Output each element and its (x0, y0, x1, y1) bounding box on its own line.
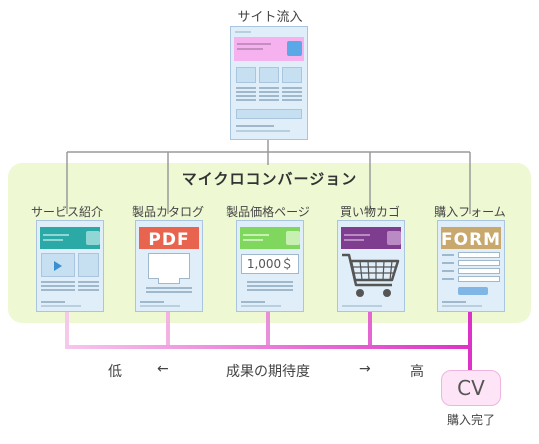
form-label: FORM (441, 230, 502, 250)
catalog-page-thumbnail: PDF (135, 220, 203, 312)
pdf-label: PDF (148, 230, 190, 250)
form-page-thumbnail: FORM (437, 220, 505, 312)
shopping-cart-icon (342, 253, 400, 297)
hero-image-icon (287, 41, 302, 56)
cv-badge: CV (441, 370, 501, 406)
cv-caption: 購入完了 (446, 413, 495, 427)
price-header-band (240, 227, 300, 249)
price-box: 1,000＄ (241, 254, 299, 274)
play-icon (54, 261, 62, 271)
low-label: 低 (108, 364, 122, 380)
expectation-lines (65, 312, 472, 370)
cart-page-thumbnail (337, 220, 405, 312)
cart-header-band (341, 227, 401, 249)
column-label-price-page: 製品価格ページ (226, 205, 310, 219)
right-arrow: → (359, 361, 371, 377)
pdf-header-band: PDF (139, 227, 199, 250)
high-label: 高 (410, 364, 424, 380)
panel-title: マイクロコンバージョン (181, 170, 358, 188)
document-icon (148, 253, 190, 279)
expectation-label: 成果の期待度 (226, 364, 310, 380)
column-label-form: 購入フォーム (434, 205, 506, 219)
video-thumbnail (41, 253, 75, 277)
hero-banner (234, 37, 304, 61)
gray-tree-lines (66, 140, 471, 214)
submit-button-mock (458, 287, 488, 295)
service-page-thumbnail (36, 220, 104, 312)
site-inflow-label: サイト流入 (237, 10, 303, 25)
column-label-cart: 買い物カゴ (339, 205, 400, 219)
column-label-catalog: 製品カタログ (131, 205, 204, 219)
price-page-thumbnail: 1,000＄ (236, 220, 304, 312)
left-arrow: ← (157, 361, 169, 377)
column-label-service: サービス紹介 (30, 205, 103, 219)
service-header-band (40, 227, 100, 249)
landing-page-thumbnail (230, 26, 308, 140)
form-header-band: FORM (441, 227, 502, 250)
